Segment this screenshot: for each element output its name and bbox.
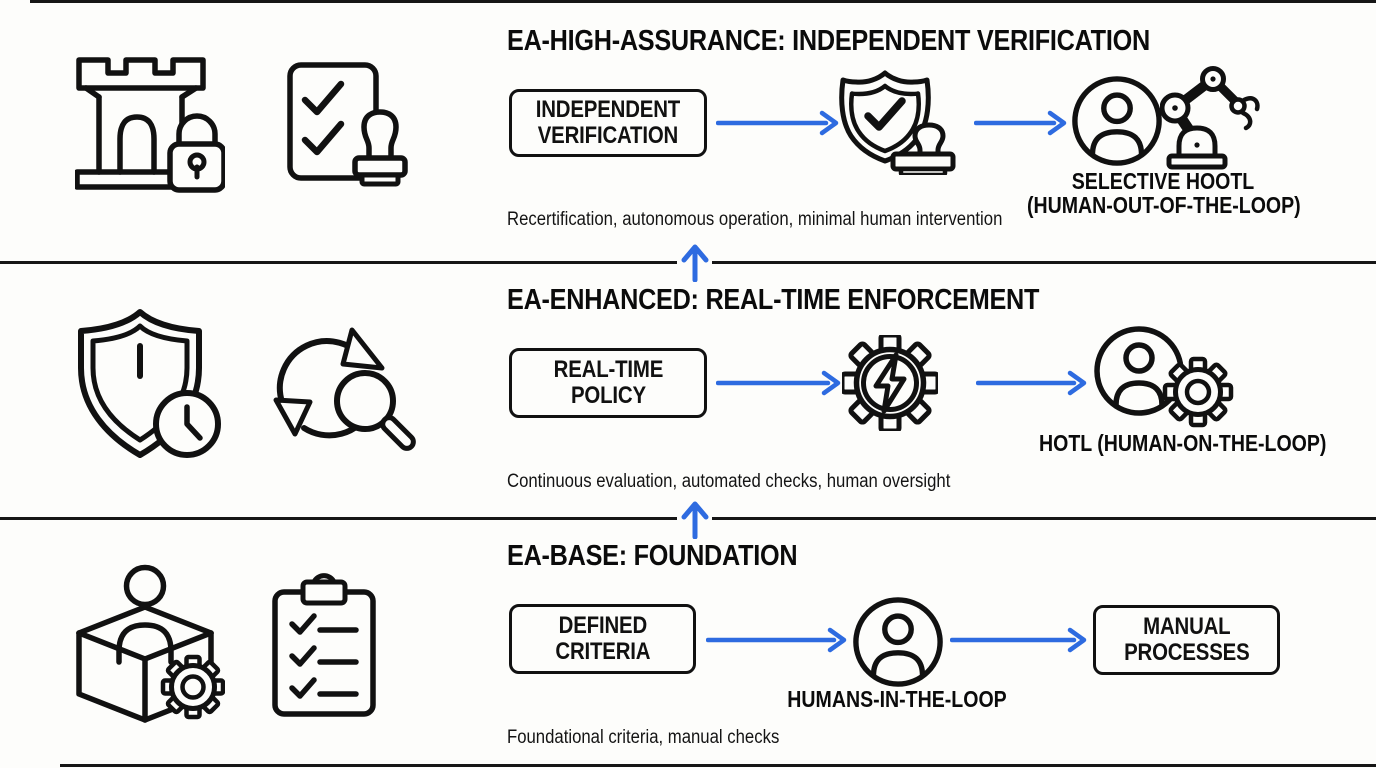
person-box-gear-icon <box>76 564 225 723</box>
fortress-lock-icon <box>75 57 225 193</box>
section-divider <box>0 261 677 264</box>
person-icon <box>853 597 943 687</box>
continuous-review-icon <box>273 327 416 451</box>
section-divider <box>712 517 1376 520</box>
section-title: EA-ENHANCED: REAL-TIME ENFORCEMENT <box>507 284 1040 316</box>
section-title: EA-HIGH-ASSURANCE: INDEPENDENT VERIFICAT… <box>507 25 1150 57</box>
flow-arrow <box>974 110 1067 136</box>
flow-box-label: MANUAL PROCESSES <box>1123 613 1250 666</box>
section-description: Continuous evaluation, automated checks,… <box>507 471 951 492</box>
flow-arrow <box>716 370 841 396</box>
flow-box-manual-processes: MANUAL PROCESSES <box>1093 605 1280 675</box>
flow-box-label: DEFINED CRITERIA <box>555 612 650 665</box>
person-gear-icon <box>1094 326 1234 428</box>
outcome-label: HOTL (HUMAN-ON-THE-LOOP) <box>1039 430 1327 456</box>
escalation-arrow-icon <box>681 501 709 539</box>
flow-box-label: REAL-TIME POLICY <box>553 356 663 409</box>
flow-arrow <box>716 110 839 136</box>
bottom-edge-line <box>60 764 1376 767</box>
flow-box-defined-criteria: DEFINED CRITERIA <box>509 604 696 674</box>
person-icon <box>1072 76 1162 166</box>
flow-box-real-time-policy: REAL-TIME POLICY <box>509 348 707 418</box>
robot-arm-icon <box>1160 66 1260 170</box>
verified-shield-stamp-icon <box>839 70 956 175</box>
escalation-arrow-icon <box>681 244 709 282</box>
humans-in-the-loop-label: HUMANS-IN-THE-LOOP <box>787 686 1007 712</box>
gear-lightning-icon <box>842 335 938 431</box>
section-description: Recertification, autonomous operation, m… <box>507 209 1003 230</box>
flow-box-independent-verification: INDEPENDENT VERIFICATION <box>509 89 707 157</box>
section-title: EA-BASE: FOUNDATION <box>507 540 798 572</box>
approved-checklist-stamp-icon <box>287 62 408 187</box>
section-divider <box>0 517 677 520</box>
flow-arrow <box>706 627 847 653</box>
top-edge-line <box>30 0 1376 3</box>
outcome-label: SELECTIVE HOOTL (HUMAN-OUT-OF-THE-LOOP) <box>1027 168 1301 218</box>
flow-arrow <box>976 370 1087 396</box>
section-description: Foundational criteria, manual checks <box>507 727 780 748</box>
shield-clock-icon <box>78 309 221 458</box>
section-divider <box>712 261 1376 264</box>
flow-arrow <box>950 627 1087 653</box>
clipboard-checklist-icon <box>272 573 376 717</box>
flow-box-label: INDEPENDENT VERIFICATION <box>535 96 681 149</box>
